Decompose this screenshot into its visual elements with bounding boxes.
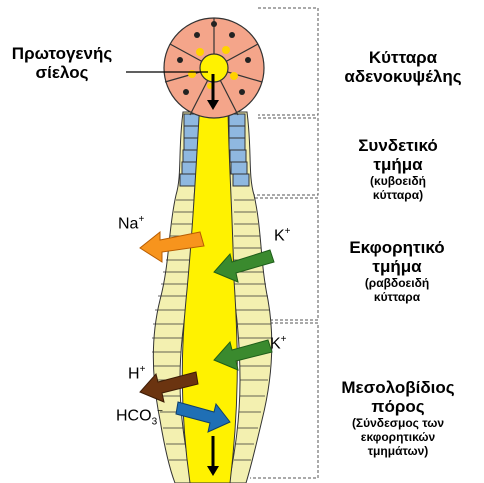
striated-sub2: κύτταρα bbox=[373, 290, 421, 304]
striated-line2: τμήμα bbox=[372, 257, 422, 276]
intercalated-cells bbox=[179, 113, 250, 187]
h-label: H+ bbox=[128, 364, 145, 383]
acinar-line2: αδενοκυψέλης bbox=[344, 67, 462, 86]
intercalated-label: Συνδετικό τμήμα (κυβοειδή κύτταρα) bbox=[328, 136, 468, 202]
interlobular-sub1: (Σύνδεσμος των bbox=[351, 416, 445, 430]
acinar-line1: Κύτταρα bbox=[368, 48, 438, 67]
primary-saliva-label: Πρωτογενής σίελος bbox=[0, 44, 124, 82]
acinar-nuclei bbox=[177, 21, 251, 95]
na-label: Na+ bbox=[118, 214, 144, 233]
k2-symbol: K bbox=[270, 335, 281, 353]
k1-charge: + bbox=[284, 226, 291, 237]
hco3-symbol: HCO bbox=[116, 407, 152, 425]
k-arrow-1 bbox=[213, 249, 275, 283]
hco3-arrow bbox=[175, 401, 231, 433]
hco3-label: HCO3− bbox=[116, 406, 163, 428]
flow-arrows bbox=[207, 74, 219, 476]
primary-saliva-line2: σίελος bbox=[35, 63, 89, 82]
acinus bbox=[163, 17, 265, 119]
interlobular-line1: Μεσολοβίδιος bbox=[341, 378, 455, 397]
intercalated-sub2: κύτταρα) bbox=[372, 188, 424, 202]
h-charge: + bbox=[139, 364, 146, 375]
striated-label: Εκφορητικό τμήμα (ραβδοειδή κύτταρα bbox=[322, 238, 472, 304]
k1-symbol: K bbox=[274, 227, 285, 245]
intercalated-line2: τμήμα bbox=[373, 155, 423, 174]
na-charge: + bbox=[138, 214, 145, 225]
acinar-label: Κύτταρα αδενοκυψέλης bbox=[328, 48, 478, 86]
striated-line1: Εκφορητικό bbox=[349, 238, 445, 257]
hco3-subscript: 3 bbox=[151, 416, 158, 428]
h-symbol: H bbox=[128, 365, 140, 383]
intercalated-sub1: (κυβοειδή bbox=[370, 174, 426, 188]
intercalated-line1: Συνδετικό bbox=[358, 136, 438, 155]
h-arrow bbox=[139, 371, 199, 403]
k-arrow-2 bbox=[213, 339, 273, 371]
na-symbol: Na bbox=[118, 215, 139, 233]
hco3-charge: − bbox=[157, 406, 163, 417]
interlobular-sub3: τμημάτων) bbox=[367, 444, 429, 458]
k2-charge: + bbox=[280, 334, 287, 345]
section-brackets bbox=[250, 7, 319, 479]
primary-saliva-line1: Πρωτογενής bbox=[11, 44, 113, 63]
striated-sub1: (ραβδοειδή bbox=[364, 276, 430, 290]
na-arrow bbox=[139, 230, 205, 263]
interlobular-label: Μεσολοβίδιος πόρος (Σύνδεσμος των εκφορη… bbox=[318, 378, 478, 458]
k-label-2: K+ bbox=[270, 334, 287, 353]
interlobular-sub2: εκφορητικών bbox=[360, 430, 436, 444]
interlobular-line2: πόρος bbox=[371, 397, 425, 416]
k-label-1: K+ bbox=[274, 226, 291, 245]
